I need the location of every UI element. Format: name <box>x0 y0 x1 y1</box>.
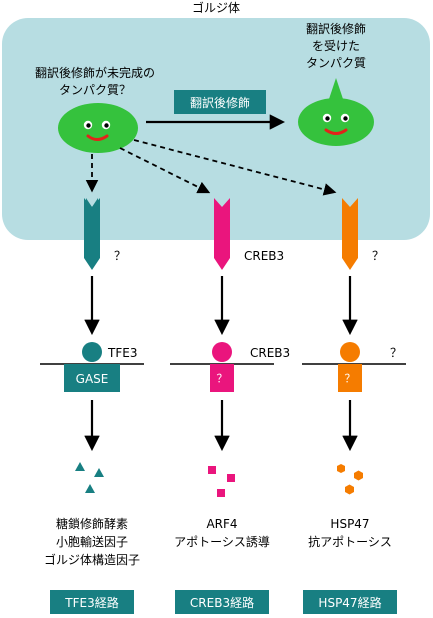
pathway-name-hsp47: HSP47経路 <box>318 595 381 610</box>
product-hsp47-2: 抗アポトーシス <box>308 534 392 549</box>
product-tfe3-3: ゴルジ体構造因子 <box>44 552 140 567</box>
pathway-name-box-hsp47 <box>303 590 397 614</box>
modified-protein-icon <box>298 78 374 146</box>
pathway-creb3: CREB3 CREB3 ？ ARF4 アポトーシス誘導 CREB3経路 <box>170 198 290 614</box>
dashed-arrow-creb3 <box>119 147 211 194</box>
sensor-creb3-icon <box>214 198 230 270</box>
hexagon-icon <box>337 464 363 495</box>
product-tfe3-1: 糖鎖修飾酵素 <box>56 516 128 531</box>
triangle-icon <box>75 462 104 493</box>
receptor-label-creb3: ？ <box>217 372 228 385</box>
unmodified-protein-icon <box>58 103 138 153</box>
pathway-hsp47: ？ ？ ？ HSP47 抗アポトーシス HSP47経路 <box>302 198 406 614</box>
receptor-label-hsp47: ？ <box>345 372 356 385</box>
sensor-label-creb3: CREB3 <box>244 249 284 263</box>
sensor-hsp47-icon <box>342 198 358 270</box>
square-icon <box>208 466 235 497</box>
modification-box <box>174 90 266 114</box>
factor-label-hsp47: ？ <box>390 346 402 360</box>
pathway-tfe3: ？ TFE3 GASE 糖鎖修飾酵素 小胞輸送因子 ゴルジ体構造因子 TFE3経… <box>40 198 144 614</box>
factor-creb3-circle <box>212 342 232 362</box>
product-creb3-2: アポトーシス誘導 <box>174 535 270 549</box>
factor-label-tfe3: TFE3 <box>107 346 137 360</box>
dashed-arrow-hsp47 <box>133 139 337 196</box>
golgi-label: ゴルジ体 <box>192 0 240 15</box>
modified-protein-label-line3: タンパク質 <box>306 55 366 70</box>
product-creb3-1: ARF4 <box>206 517 237 531</box>
receptor-tfe3 <box>64 364 120 392</box>
modified-protein-label-line2: を受けた <box>312 39 360 53</box>
source-protein-label-line2: タンパク質？ <box>59 82 131 97</box>
receptor-label-tfe3: GASE <box>76 372 109 386</box>
modified-protein-label-line1: 翻訳後修飾 <box>306 21 366 36</box>
product-tfe3-2: 小胞輸送因子 <box>56 534 128 549</box>
pathway-name-box-tfe3 <box>50 590 134 614</box>
sensor-label-hsp47: ？ <box>372 249 384 263</box>
modification-label: 翻訳後修飾 <box>190 95 250 110</box>
receptor-hsp47 <box>338 364 362 392</box>
sensor-label-tfe3: ？ <box>114 249 126 263</box>
factor-label-creb3: CREB3 <box>250 346 290 360</box>
product-hsp47-1: HSP47 <box>330 517 369 531</box>
factor-tfe3-circle <box>82 342 102 362</box>
source-protein-label-line1: 翻訳後修飾が未完成の <box>35 65 155 80</box>
pathway-name-creb3: CREB3経路 <box>190 595 254 610</box>
receptor-creb3 <box>210 364 234 392</box>
factor-hsp47-circle <box>340 342 360 362</box>
pathway-name-tfe3: TFE3経路 <box>64 595 118 610</box>
pathway-name-box-creb3 <box>175 590 269 614</box>
